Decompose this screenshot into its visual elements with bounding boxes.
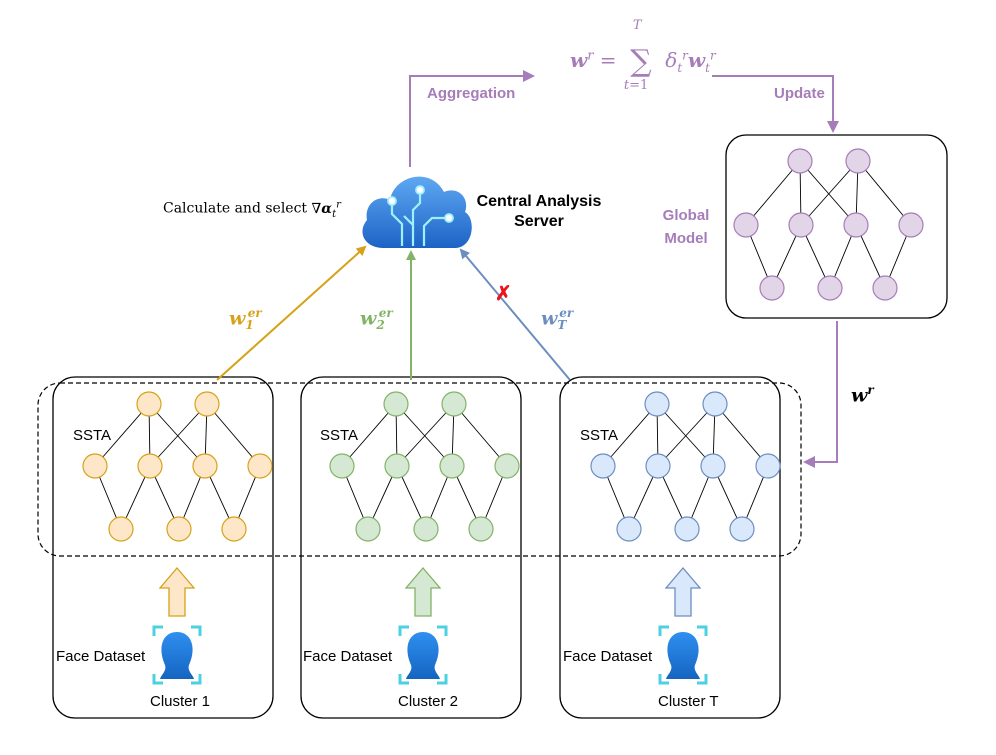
net-node [136, 391, 162, 417]
net-node [355, 516, 381, 542]
net-node [383, 391, 409, 417]
cluster-t-name: Cluster T [658, 693, 719, 710]
ssta-label-cluster-1: SSTA [73, 427, 112, 444]
face-scan-icon [152, 625, 202, 685]
ssta-network-cluster-2 [329, 391, 520, 542]
arrow-up-icon [664, 566, 702, 617]
global-model-line1: Global [662, 207, 710, 224]
face-scan-icon [398, 625, 448, 685]
net-edge [206, 403, 261, 467]
net-node [441, 391, 467, 417]
net-node [82, 453, 108, 479]
net-edge [395, 403, 453, 467]
net-node [787, 148, 813, 174]
net-node [755, 453, 781, 479]
net-node [674, 516, 700, 542]
net-node [468, 516, 494, 542]
update-arrow [712, 75, 839, 133]
aggregation-arrow [409, 70, 535, 167]
net-node [194, 391, 220, 417]
net-edge [656, 403, 714, 467]
dataset-label-cluster-2: Face Dataset [303, 648, 393, 665]
dataset-label-cluster-t: Face Dataset [563, 648, 653, 665]
cluster-2-name: Cluster 2 [398, 693, 459, 710]
server-label: Central Analysis Server [464, 192, 614, 232]
net-node [192, 453, 218, 479]
global-model-line2: Model [664, 230, 708, 247]
net-node [733, 212, 759, 238]
dataset-label-cluster-1: Face Dataset [56, 648, 146, 665]
update-label: Update [774, 85, 825, 102]
ssta-network-cluster-1 [82, 391, 273, 542]
ssta-label-cluster-2: SSTA [320, 427, 359, 444]
net-edge [396, 403, 455, 467]
net-edge [149, 403, 208, 467]
global-model-box [725, 134, 948, 319]
ssta-network-cluster-t [590, 391, 781, 542]
weight-label-cluster-t: wTer [541, 306, 574, 333]
face-scan-icon [658, 625, 708, 685]
net-node [413, 516, 439, 542]
net-node [439, 453, 465, 479]
net-node [872, 275, 898, 301]
arrow-up-icon [158, 566, 196, 617]
ssta-group-outline [37, 382, 802, 557]
upload-arrow-cluster-1 [216, 245, 367, 381]
net-node [788, 212, 814, 238]
net-node [843, 212, 869, 238]
net-node [494, 453, 520, 479]
net-node [616, 516, 642, 542]
cluster-1-box [52, 376, 274, 719]
net-edge [453, 403, 508, 467]
x-mark-icon: ✗ [495, 283, 512, 305]
net-edge [857, 160, 912, 226]
net-edge [745, 160, 801, 226]
net-node [702, 391, 728, 417]
upload-arrow-cluster-t [459, 248, 571, 381]
global-weight-label: wr [851, 383, 874, 407]
server-label-line1: Central Analysis [476, 193, 602, 210]
net-node [137, 453, 163, 479]
aggregation-formula: wr = T ∑ t=1 δtrwtr [570, 18, 716, 93]
net-node [166, 516, 192, 542]
weight-label-cluster-1: w1er [229, 306, 262, 333]
cluster-1-name: Cluster 1 [150, 693, 211, 710]
net-node [759, 275, 785, 301]
cloud-circuit-icon [362, 176, 472, 248]
net-node [645, 453, 671, 479]
cluster-t-box [559, 376, 781, 719]
ssta-label-cluster-t: SSTA [580, 427, 619, 444]
server-label-line2: Server [514, 213, 564, 230]
aggregation-label: Aggregation [427, 85, 516, 102]
net-node [898, 212, 924, 238]
net-node [108, 516, 134, 542]
net-node [221, 516, 247, 542]
global-model-label: Global Model [648, 204, 724, 250]
net-node [644, 391, 670, 417]
net-node [845, 148, 871, 174]
broadcast-arrow [803, 321, 838, 468]
net-node [384, 453, 410, 479]
net-edge [94, 403, 150, 467]
net-edge [800, 160, 859, 226]
net-node [329, 453, 355, 479]
calc-text: Calculate and select [163, 200, 308, 217]
net-node [817, 275, 843, 301]
net-edge [148, 403, 206, 467]
net-edge [657, 403, 716, 467]
net-edge [602, 403, 658, 467]
net-node [700, 453, 726, 479]
weight-label-cluster-2: w2er [360, 306, 393, 333]
arrow-up-icon [404, 566, 442, 617]
net-node [729, 516, 755, 542]
net-edge [799, 160, 857, 226]
net-node [247, 453, 273, 479]
net-node [590, 453, 616, 479]
net-edge [714, 403, 769, 467]
calc-symbol: ∇αtr [311, 199, 341, 220]
global-model-network [733, 148, 924, 301]
calc-label: Calculate and select ∇αtr [163, 199, 341, 219]
net-edge [341, 403, 397, 467]
